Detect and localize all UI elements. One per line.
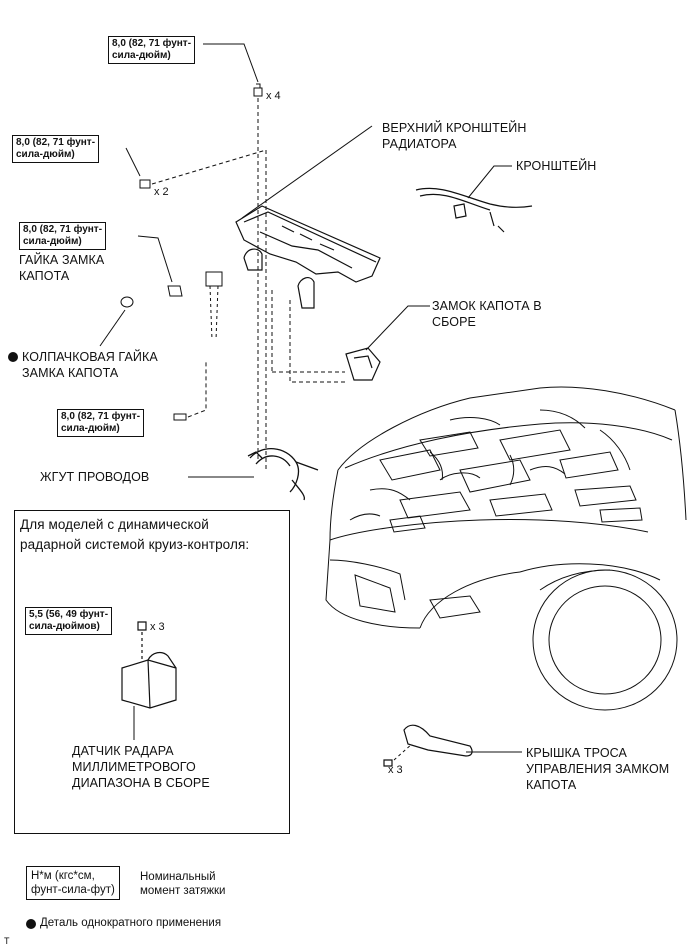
torque-spec-top: 8,0 (82, 71 фунт- сила-дюйм)	[108, 36, 196, 64]
label-cap-nut: КОЛПАЧКОВАЯ ГАЙКА ЗАМКА КАПОТА	[22, 350, 158, 380]
count-left-upper: x 2	[154, 186, 169, 198]
hood-lock-assembly-drawing	[345, 347, 381, 381]
label-radar-sensor: ДАТЧИК РАДАРА МИЛЛИМЕТРОВОГО ДИАПАЗОНА В…	[72, 744, 210, 790]
cable-cover-drawing	[383, 724, 473, 767]
label-bracket: КРОНШТЕЙН	[516, 159, 597, 173]
hood-lock-nut-drawing	[167, 285, 183, 297]
radar-sensor-drawing	[121, 621, 177, 709]
left-bolt-drawing	[139, 179, 151, 189]
label-hood-lock-nut: ГАЙКА ЗАМКА КАПОТА	[19, 253, 105, 283]
inset-title: Для моделей с динамической радарной сист…	[20, 517, 250, 552]
torque-spec-lower: 8,0 (82, 71 фунт- сила-дюйм)	[57, 409, 145, 437]
footer-mark: T	[4, 936, 10, 946]
lower-bolt-drawing	[173, 413, 187, 421]
label-upper-radiator-bracket: ВЕРХНИЙ КРОНШТЕЙН РАДИАТОРА	[382, 121, 527, 151]
count-top: x 4	[266, 90, 281, 102]
legend-unit-box: Н*м (кгс*см, фунт-сила-фут)	[26, 866, 120, 900]
label-hood-lock-assembly: ЗАМОК КАПОТА В СБОРЕ	[432, 299, 542, 329]
label-cable-cover: КРЫШКА ТРОСА УПРАВЛЕНИЯ ЗАМКОМ КАПОТА	[526, 746, 670, 792]
count-cable-cover: x 3	[388, 764, 403, 776]
legend-single-use-mark	[26, 919, 36, 929]
count-radar: x 3	[150, 621, 165, 633]
torque-spec-left-upper: 8,0 (82, 71 фунт- сила-дюйм)	[12, 135, 100, 163]
upper-radiator-bracket-drawing	[235, 205, 381, 309]
vehicle-front-drawing	[325, 386, 687, 711]
legend-single-use: Деталь однократного применения	[40, 917, 222, 929]
radar-models-inset	[14, 510, 290, 834]
wire-harness-drawing	[247, 448, 319, 501]
top-bolt-leader	[203, 43, 259, 83]
bracket-drawing	[415, 187, 533, 233]
top-bolt-drawing	[253, 83, 263, 97]
label-wire-harness: ЖГУТ ПРОВОДОВ	[40, 470, 150, 484]
single-use-mark	[8, 352, 18, 362]
legend-unit-description: Номинальный момент затяжки	[140, 871, 226, 897]
torque-spec-hood-lock-nut: 8,0 (82, 71 фунт- сила-дюйм)	[19, 222, 107, 250]
hood-lock-bracket-drawing	[205, 271, 223, 341]
torque-spec-radar: 5,5 (56, 49 фунт- сила-дюймов)	[25, 607, 113, 635]
